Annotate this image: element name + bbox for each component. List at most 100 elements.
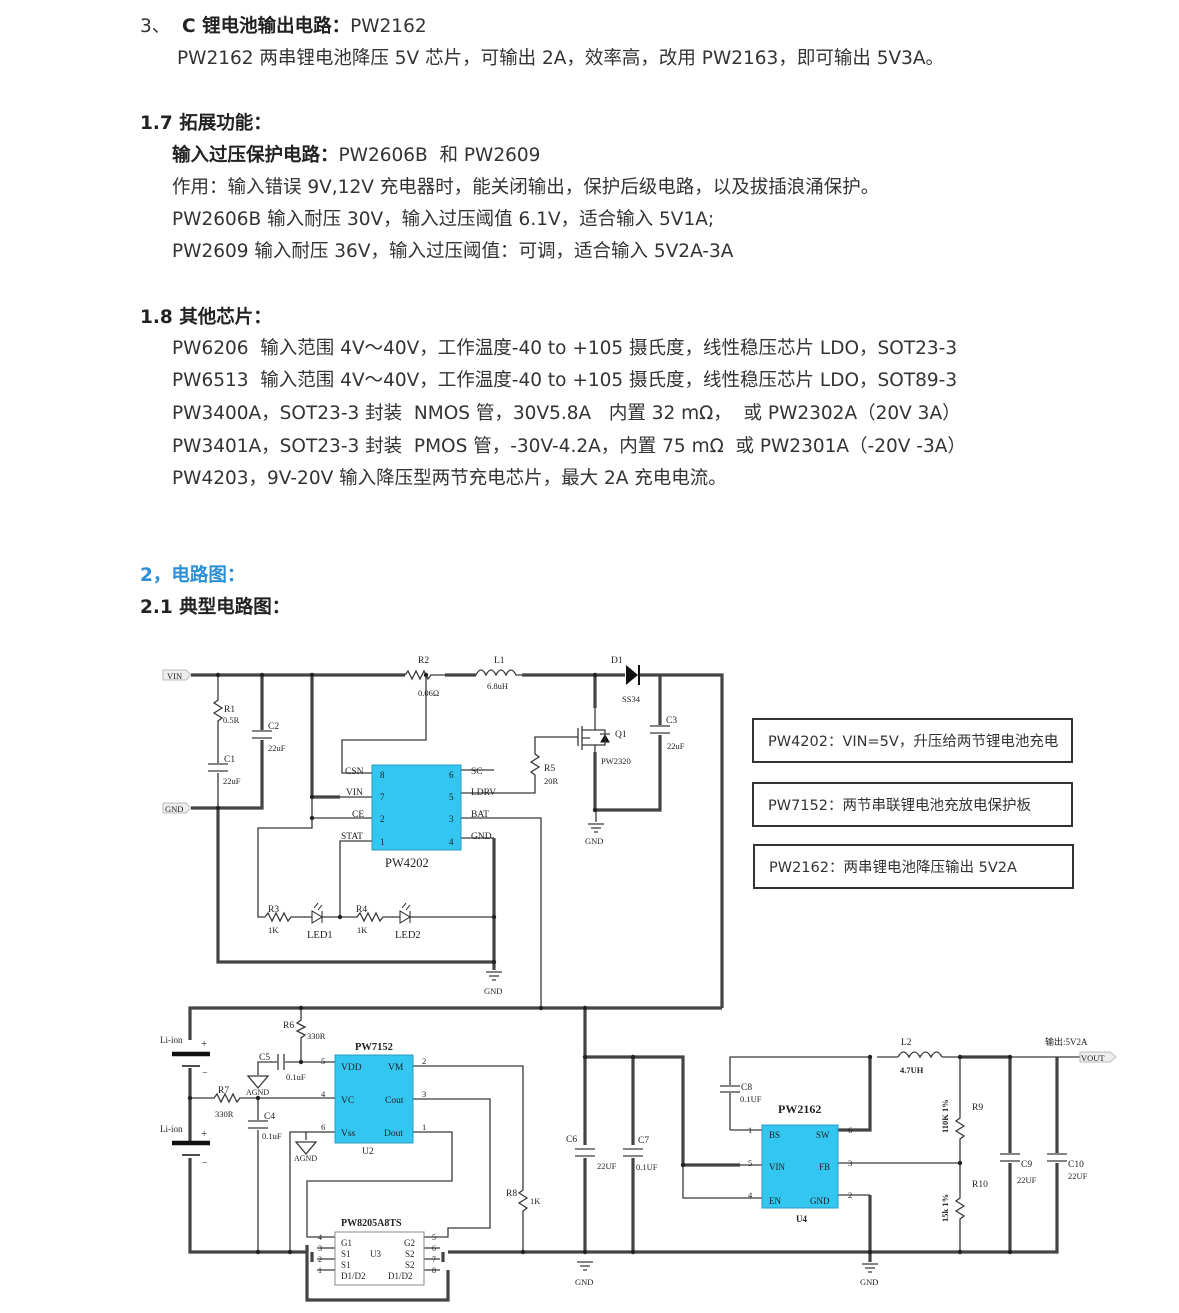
svg-text:1: 1	[748, 1125, 752, 1135]
svg-text:0.06Ω: 0.06Ω	[418, 688, 439, 698]
svg-text:330R: 330R	[307, 1031, 326, 1041]
svg-text:4.7UH: 4.7UH	[900, 1065, 924, 1075]
wires-bottom	[188, 1006, 1100, 1302]
svg-text:7: 7	[432, 1255, 436, 1264]
svg-text:VIN: VIN	[769, 1162, 785, 1172]
svg-text:6: 6	[432, 1244, 436, 1253]
svg-text:AGND: AGND	[294, 1154, 317, 1163]
inductor-l1	[475, 669, 522, 677]
svg-text:1K: 1K	[268, 925, 279, 935]
svg-text:CSN: CSN	[345, 767, 364, 777]
svg-text:Q1: Q1	[615, 730, 627, 740]
svg-text:C5: C5	[259, 1053, 270, 1063]
vin-port: VIN	[162, 669, 192, 681]
svg-text:S1: S1	[341, 1260, 351, 1270]
svg-text:1: 1	[422, 1122, 426, 1132]
svg-text:3: 3	[848, 1158, 852, 1168]
svg-text:−: −	[202, 1158, 208, 1169]
ovp-label: 输入过压保护电路：	[172, 145, 339, 166]
diode-d1	[626, 665, 640, 685]
svg-text:C3: C3	[666, 716, 677, 726]
svg-text:R3: R3	[268, 905, 279, 915]
section-21-title: 2.1 典型电路图：	[140, 597, 291, 618]
svg-text:Li-ion: Li-ion	[160, 1035, 183, 1045]
capacitor-c4	[248, 1120, 268, 1129]
svg-text:L2: L2	[901, 1038, 912, 1048]
svg-text:0.1UF: 0.1UF	[740, 1094, 762, 1104]
svg-text:22UF: 22UF	[1017, 1175, 1037, 1185]
svg-text:C7: C7	[638, 1136, 649, 1146]
ground-symbol	[862, 1263, 878, 1273]
capacitor-c2	[252, 730, 272, 739]
svg-text:S2: S2	[405, 1249, 415, 1259]
chip-name: PW2162	[350, 16, 427, 37]
svg-text:R7: R7	[218, 1086, 229, 1096]
svg-text:C8: C8	[741, 1083, 752, 1093]
chip-pw8205	[334, 1231, 425, 1286]
svg-text:D1/D2: D1/D2	[388, 1271, 413, 1281]
junctions-top	[215, 672, 598, 965]
svg-text:VIN: VIN	[346, 788, 363, 798]
svg-text:GND: GND	[860, 1277, 878, 1287]
led2	[399, 902, 411, 924]
capacitor-c5	[277, 1054, 285, 1070]
svg-text:22UF: 22UF	[597, 1161, 617, 1171]
junctions-bottom	[187, 1005, 1013, 1255]
section-c-desc: PW2162 两串锂电池降压 5V 芯片，可输出 2A，效率高，改用 PW216…	[177, 48, 945, 69]
svg-text:0.1uF: 0.1uF	[286, 1072, 306, 1082]
section-2-title: 2，电路图：	[140, 565, 246, 586]
svg-text:PW4202: PW4202	[385, 856, 429, 870]
svg-text:C9: C9	[1021, 1160, 1032, 1170]
svg-text:U3: U3	[370, 1249, 381, 1259]
svg-text:8: 8	[380, 770, 385, 780]
svg-text:4: 4	[449, 837, 454, 847]
ext-line: 作用：输入错误 9V,12V 充电器时，能关闭输出，保护后级电路，以及拔插浪涌保…	[172, 177, 880, 198]
svg-text:GND: GND	[585, 836, 603, 846]
capacitor-c3	[650, 725, 670, 734]
svg-text:2: 2	[318, 1255, 322, 1264]
chip-pw4202	[371, 764, 462, 851]
svg-text:6: 6	[848, 1125, 852, 1135]
svg-text:3: 3	[449, 814, 454, 824]
svg-text:PW7152: PW7152	[355, 1042, 393, 1053]
svg-text:1K: 1K	[530, 1196, 541, 1206]
svg-text:SS34: SS34	[622, 694, 641, 704]
svg-text:Vss: Vss	[341, 1129, 356, 1139]
section-c-heading: 3、 C 锂电池输出电路：PW2162	[140, 15, 427, 39]
svg-text:R5: R5	[544, 764, 555, 774]
svg-text:输出:5V2A: 输出:5V2A	[1045, 1036, 1088, 1047]
svg-text:VIN: VIN	[167, 671, 182, 681]
ovp-chips: PW2606B 和 PW2609	[338, 145, 541, 166]
gnd-port: GND	[162, 802, 192, 814]
svg-text:VM: VM	[388, 1063, 404, 1073]
svg-text:GND: GND	[471, 832, 492, 842]
section-18-title: 1.8 其他芯片：	[140, 307, 272, 328]
svg-text:5: 5	[748, 1158, 752, 1168]
inductor-l2	[897, 1051, 943, 1059]
svg-text:2: 2	[848, 1190, 852, 1200]
svg-text:C6: C6	[566, 1135, 577, 1145]
svg-text:EN: EN	[769, 1196, 781, 1206]
svg-text:U2: U2	[362, 1147, 374, 1157]
chip-pw7152	[334, 1054, 414, 1144]
svg-text:C1: C1	[224, 755, 235, 765]
ext-line: PW2606B 输入耐压 30V，输入过压阈值 6.1V，适合输入 5V1A;	[172, 209, 715, 230]
capacitor-c8	[720, 1085, 740, 1093]
ovp-line: 输入过压保护电路：PW2606B 和 PW2609	[172, 144, 540, 168]
chip-line: PW6206 输入范围 4V～40V，工作温度-40 to +105 摄氏度，线…	[172, 338, 958, 359]
section-17-title: 1.7 拓展功能：	[140, 113, 272, 134]
svg-text:R8: R8	[506, 1189, 517, 1199]
note-pw7152: PW7152：两节串联锂电池充放电保护板	[752, 782, 1073, 827]
svg-text:PW2320: PW2320	[601, 756, 631, 766]
ground-symbol	[588, 810, 604, 833]
svg-text:4: 4	[321, 1089, 326, 1099]
svg-text:PW2162: PW2162	[778, 1102, 821, 1116]
svg-text:CE: CE	[352, 810, 364, 820]
svg-text:BAT: BAT	[471, 810, 489, 820]
svg-text:BS: BS	[769, 1130, 780, 1140]
svg-text:R4: R4	[356, 905, 367, 915]
svg-text:STAT: STAT	[341, 832, 363, 842]
